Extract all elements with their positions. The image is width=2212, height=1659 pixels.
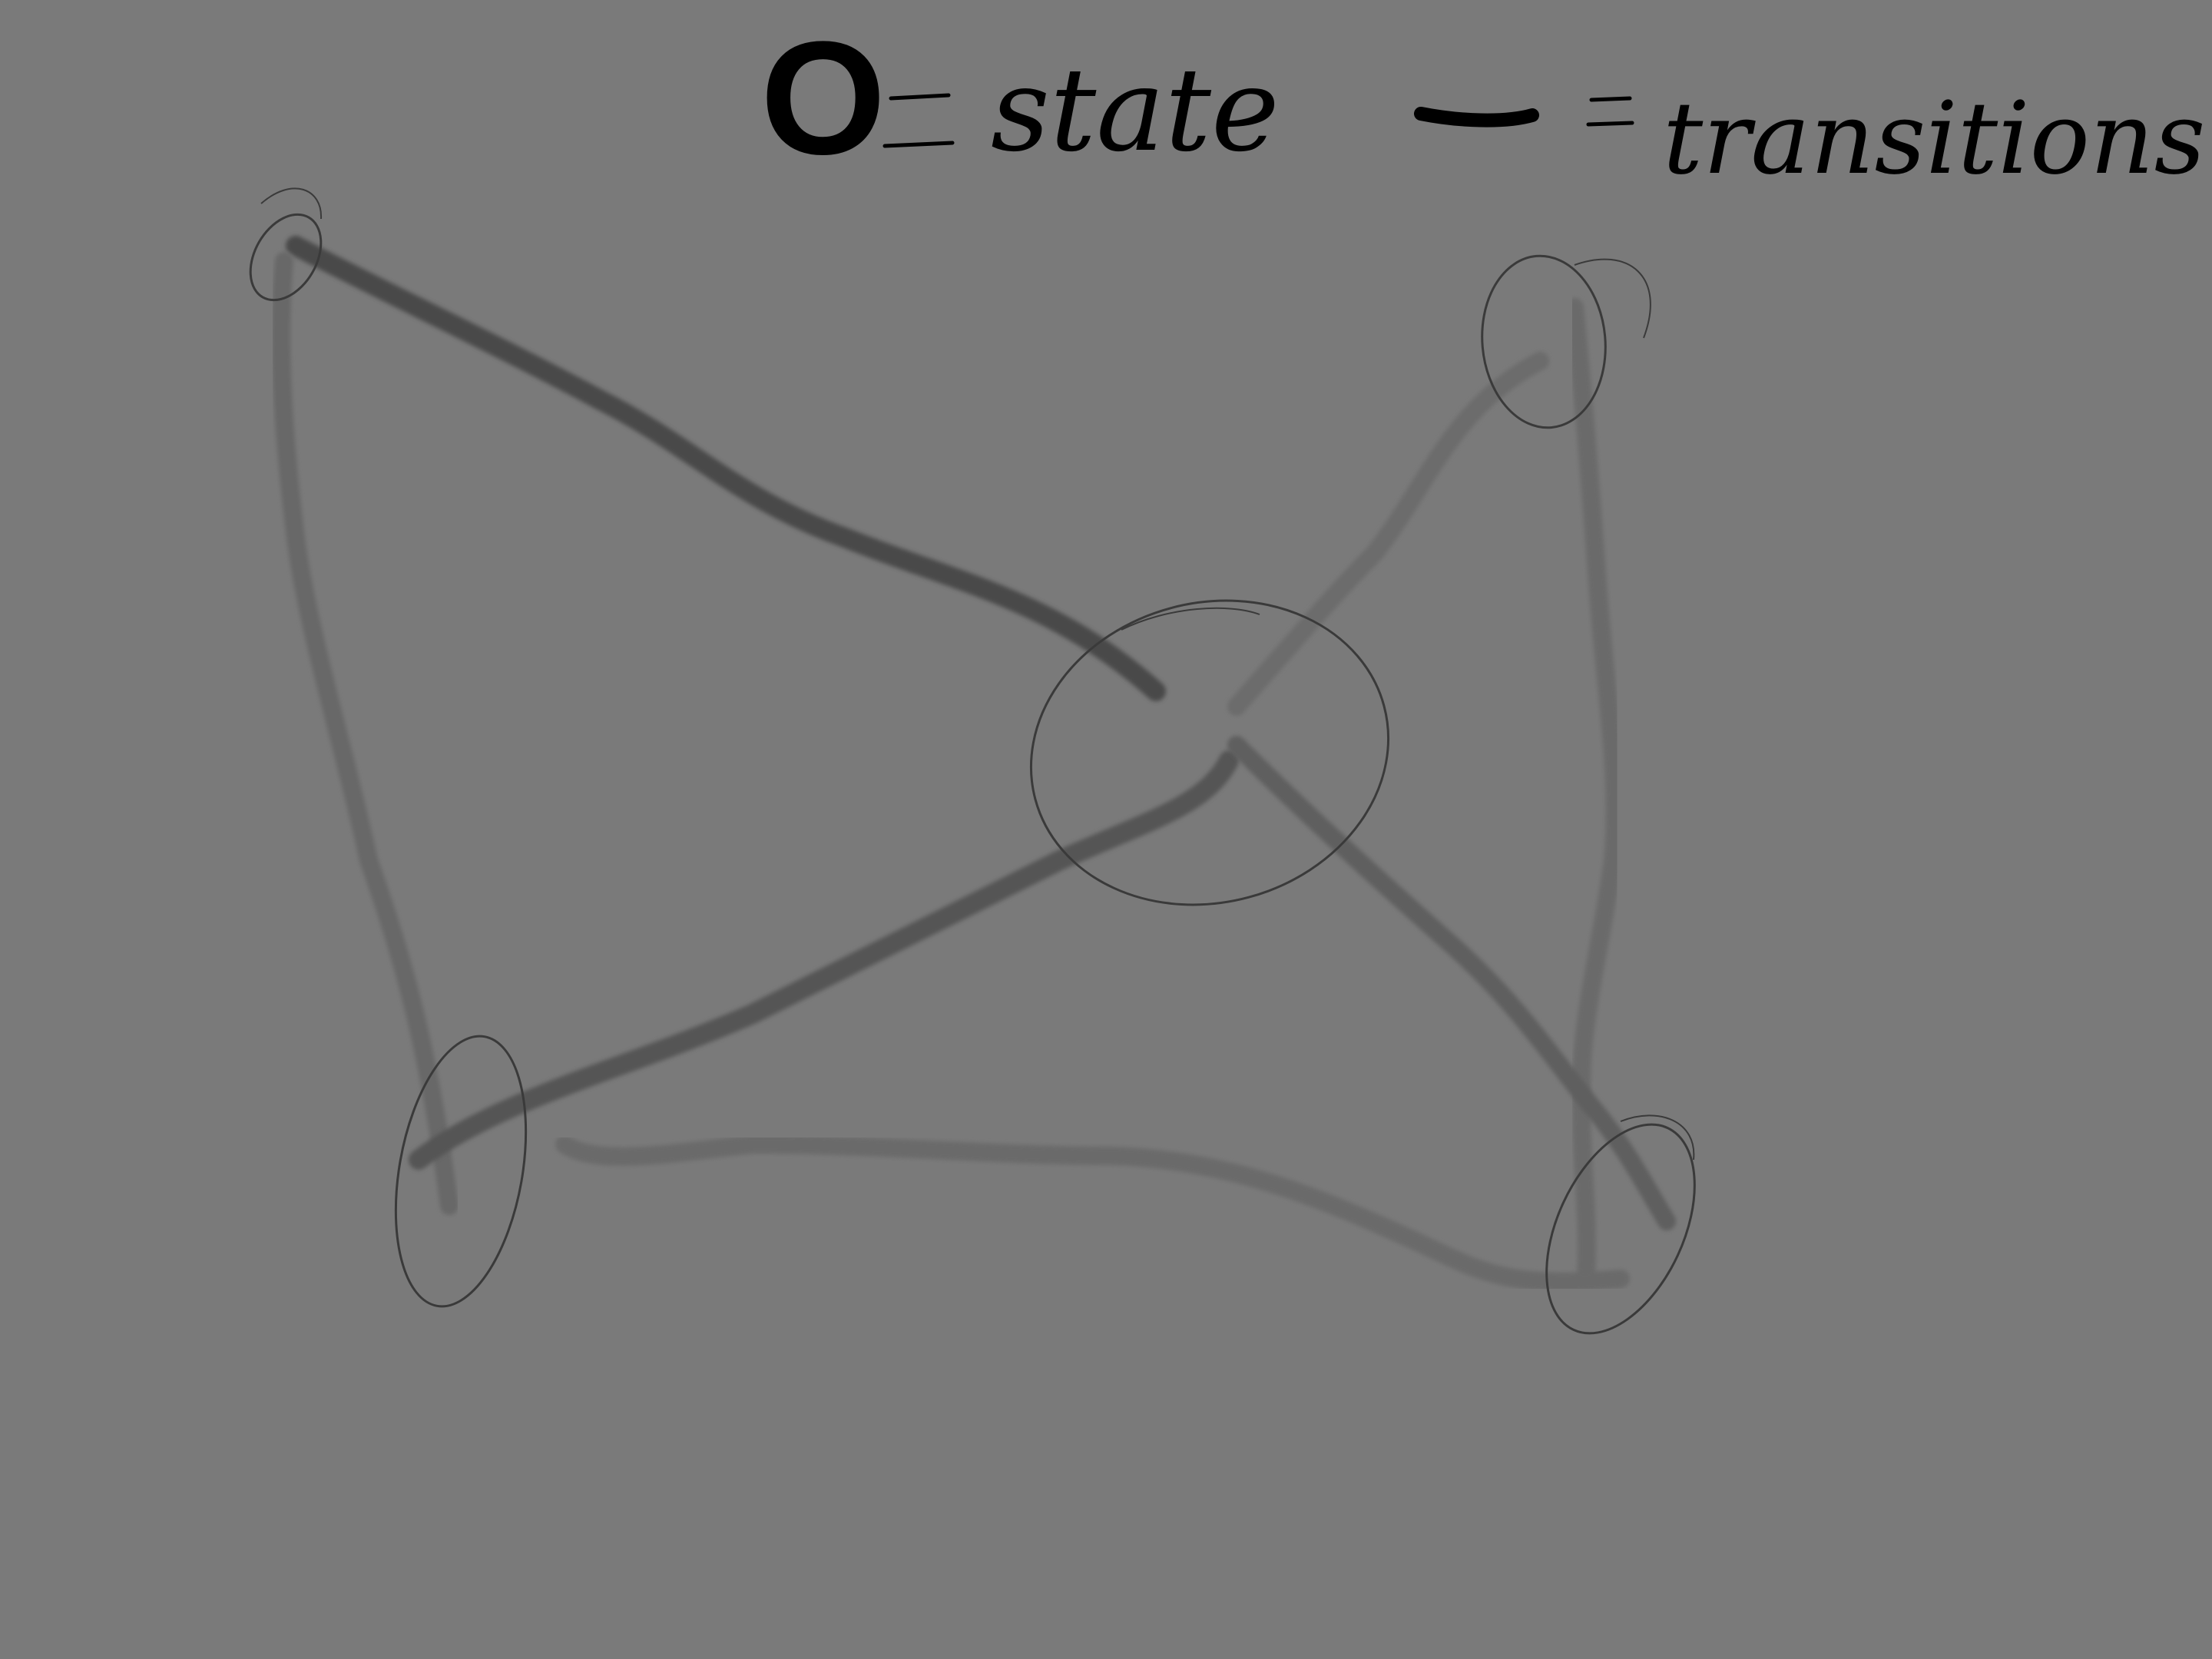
legend-state-label: state	[991, 44, 1280, 177]
legend: O state transitions	[760, 8, 2205, 197]
transition-edge	[1565, 298, 1624, 1284]
legend-equals-1	[882, 93, 955, 148]
legend-equals-2	[1586, 96, 1634, 127]
state-node-bottom-left	[394, 1035, 528, 1308]
transition-edge	[271, 252, 459, 1215]
state-node-center	[1029, 599, 1390, 906]
state-node-top-right	[1481, 254, 1651, 429]
transition-edge	[409, 750, 1239, 1170]
transition-edge	[1227, 352, 1549, 716]
states	[249, 187, 1696, 1335]
legend-state-symbol: O	[760, 8, 886, 188]
state-node-bottom-right	[1545, 1114, 1696, 1335]
transition-edge	[1227, 736, 1676, 1230]
state-node-top-left	[249, 187, 323, 302]
transitions	[271, 236, 1676, 1291]
transition-edge	[555, 1134, 1630, 1291]
legend-transition-stroke	[1414, 107, 1539, 127]
legend-transition-label: transitions	[1663, 80, 2205, 197]
transition-edge	[286, 236, 1166, 701]
